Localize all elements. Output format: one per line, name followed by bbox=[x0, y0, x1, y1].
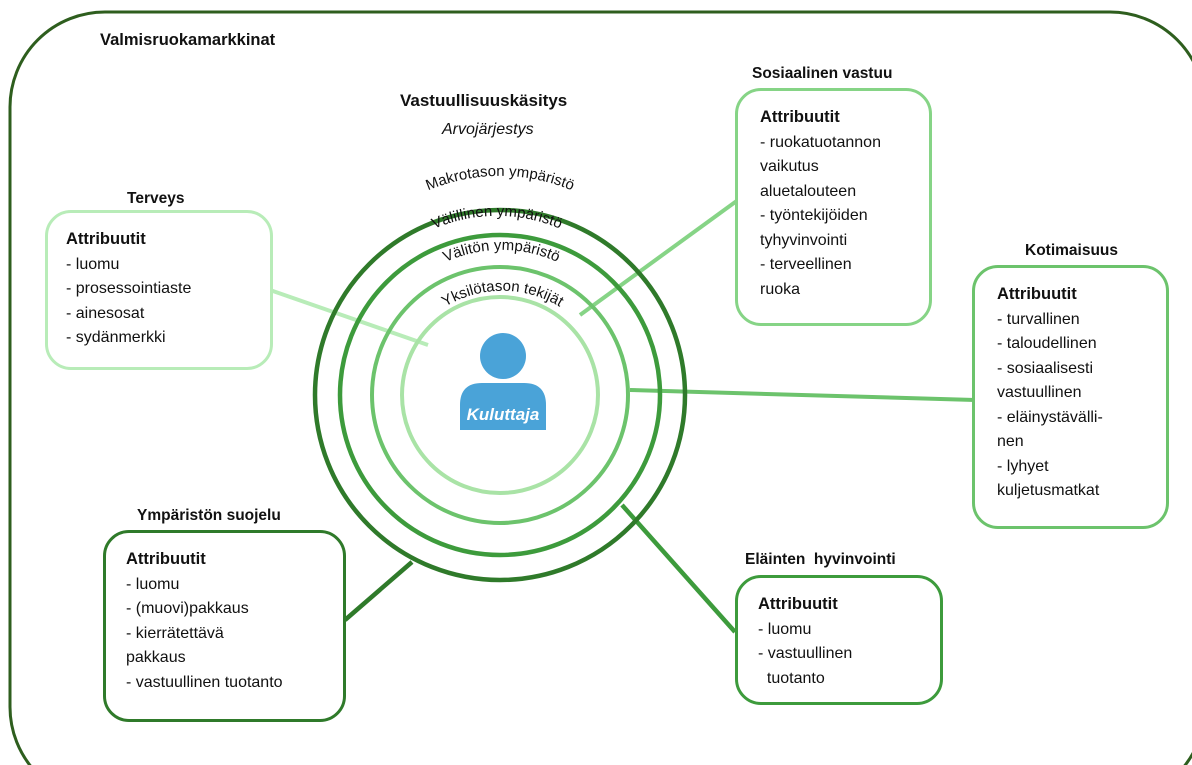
list-item: ruoka bbox=[760, 280, 801, 298]
list-item: tuotanto bbox=[758, 669, 825, 687]
category-title-terveys: Terveys bbox=[127, 190, 185, 207]
list-item: vaikutus bbox=[760, 158, 819, 175]
box-kotimaisuus: Attribuutit - turvallinen - taloudelline… bbox=[972, 265, 1169, 529]
list-item: - luomu bbox=[66, 255, 120, 273]
connector-kotimaisuus bbox=[629, 388, 976, 402]
list-item: nen bbox=[997, 433, 1024, 450]
list-item: tyhyvinvointi bbox=[760, 231, 848, 249]
box-terveys-heading: Attribuutit bbox=[66, 230, 146, 248]
ring-valiton bbox=[370, 265, 630, 525]
list-item: - (muovi)pakkaus bbox=[126, 600, 249, 617]
list-item: - terveellinen bbox=[760, 256, 852, 273]
list-item: - ruokatuotannon bbox=[760, 133, 881, 151]
list-item: - prosessointiaste bbox=[66, 280, 192, 297]
consumer-label: Kuluttaja bbox=[467, 405, 540, 424]
list-item: - turvallinen bbox=[997, 310, 1080, 328]
list-item: - sosiaalisesti bbox=[997, 359, 1094, 377]
ring-makrotaso bbox=[312, 207, 688, 583]
category-title-elainten: Eläinten hyvinvointi bbox=[745, 551, 896, 568]
list-item: aluetalouteen bbox=[760, 182, 857, 200]
list-item: - vastuullinen bbox=[758, 645, 853, 662]
box-terveys: Attribuutit - luomu - prosessointiaste -… bbox=[45, 210, 273, 370]
consumer-person-icon bbox=[460, 333, 546, 430]
box-sosiaalinen: Attribuutit - ruokatuotannon vaikutus al… bbox=[735, 88, 932, 326]
connector-elainten bbox=[620, 503, 737, 634]
ring-label-valillinen: Välillinen ympäristö bbox=[429, 203, 565, 233]
connector-sosiaalinen bbox=[578, 198, 740, 317]
ring-valillinen bbox=[337, 232, 663, 558]
list-item: - ainesosat bbox=[66, 304, 145, 322]
list-item: - luomu bbox=[126, 575, 180, 593]
box-elainten: Attribuutit - luomu - vastuullinen tuota… bbox=[735, 575, 943, 705]
connector-ymparisto bbox=[343, 560, 414, 622]
box-kotimaisuus-heading: Attribuutit bbox=[997, 285, 1077, 303]
category-title-kotimaisuus: Kotimaisuus bbox=[1025, 242, 1119, 259]
list-item: vastuullinen bbox=[997, 384, 1082, 401]
category-title-sosiaalinen: Sosiaalinen vastuu bbox=[752, 65, 893, 82]
market-label: Valmisruokamarkkinat bbox=[100, 31, 276, 49]
list-item: - luomu bbox=[758, 620, 812, 638]
connector-terveys bbox=[269, 288, 429, 347]
diagram-title: Vastuullisuuskäsitys bbox=[400, 91, 568, 110]
list-item: - työntekijöiden bbox=[760, 207, 868, 224]
category-title-ymparisto: Ympäristön suojelu bbox=[137, 507, 281, 524]
market-frame bbox=[8, 10, 1192, 765]
list-item: - lyhyet bbox=[997, 457, 1049, 475]
ring-label-makrotaso: Makrotason ympäristö bbox=[423, 163, 576, 194]
box-ymparisto: Attribuutit - luomu - (muovi)pakkaus - k… bbox=[103, 530, 346, 722]
diagram-subtitle: Arvojärjestys bbox=[442, 121, 534, 138]
list-item: pakkaus bbox=[126, 649, 186, 666]
list-item: - sydänmerkki bbox=[66, 329, 166, 346]
list-item: kuljetusmatkat bbox=[997, 482, 1100, 499]
list-item: - taloudellinen bbox=[997, 335, 1097, 352]
ring-yksilotaso bbox=[400, 295, 600, 495]
list-item: - eläinystävälli- bbox=[997, 408, 1103, 426]
box-elainten-heading: Attribuutit bbox=[758, 595, 838, 613]
list-item: - vastuullinen tuotanto bbox=[126, 673, 283, 691]
box-sosiaalinen-heading: Attribuutit bbox=[760, 108, 840, 126]
list-item: - kierrätettävä bbox=[126, 624, 224, 642]
box-ymparisto-heading: Attribuutit bbox=[126, 550, 206, 568]
